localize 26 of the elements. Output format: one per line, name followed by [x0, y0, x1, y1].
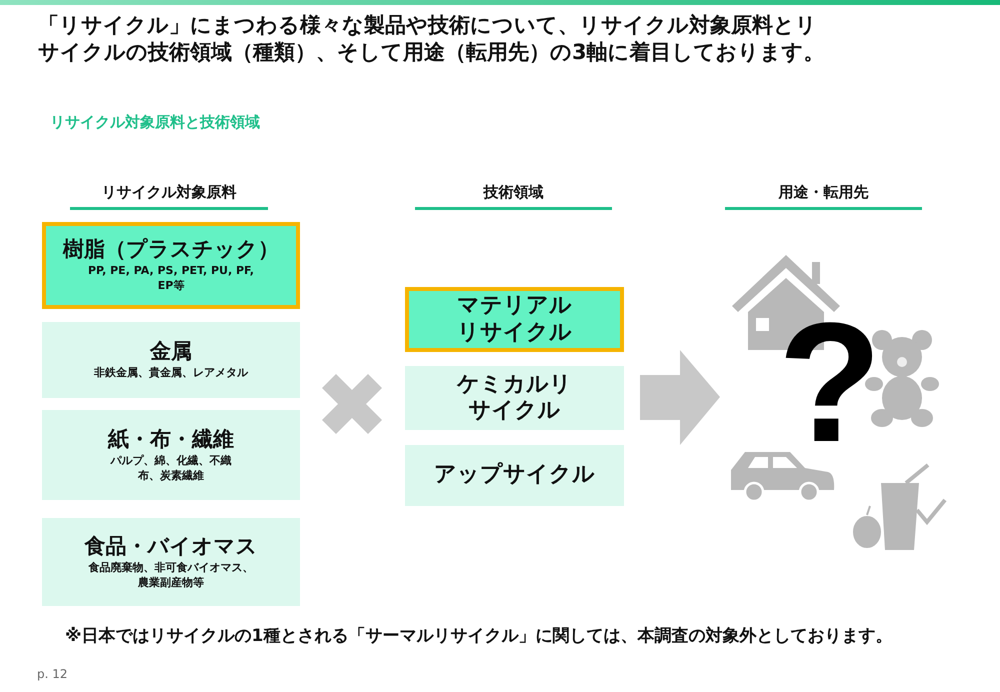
category-title: 金属	[150, 338, 192, 364]
category-examples: パルプ、綿、化繊、不織布、炭素繊維	[109, 454, 232, 484]
page-number: p. 12	[37, 667, 68, 681]
category-title: マテリアルリサイクル	[456, 293, 573, 346]
material-box	[42, 518, 300, 606]
category-examples: PP, PE, PA, PS, PET, PU, PF, EP等	[87, 264, 255, 294]
technology-box	[405, 445, 624, 506]
category-title: 紙・布・繊維	[108, 426, 234, 452]
category-title: アップサイクル	[433, 462, 596, 489]
footnote: ※日本ではリサイクルの1種とされる「サーマルリサイクル」に関しては、本調査の対象外としております。	[65, 625, 892, 647]
material-box	[42, 322, 300, 398]
technology-box	[405, 287, 624, 352]
column-heading: リサイクル対象原料	[100, 183, 238, 202]
category-examples: 食品廃棄物、非可食バイオマス、農業副産物等	[88, 560, 254, 590]
category-title: 食品・バイオマス	[84, 534, 258, 559]
category-title: 樹脂（プラスチック）	[63, 237, 279, 262]
category-examples: 非鉄金属、貴金属、レアメタル	[94, 366, 248, 382]
material-box	[42, 410, 300, 500]
title: 「リサイクル」にまつわる様々な製品や技術について、リサイクル対象原料とリサイクルの技術領域（種類）、そして用途（転用先）の3軸に着目しております。	[38, 12, 826, 66]
category-title: ケミカルリサイクル	[456, 372, 573, 424]
column-heading: 技術領域	[482, 183, 544, 202]
column-heading: 用途・転用先	[777, 183, 870, 202]
material-box	[42, 222, 300, 309]
section-heading: リサイクル対象原料と技術領域	[50, 113, 260, 132]
question-mark: ?	[778, 298, 882, 468]
technology-box	[405, 366, 624, 430]
